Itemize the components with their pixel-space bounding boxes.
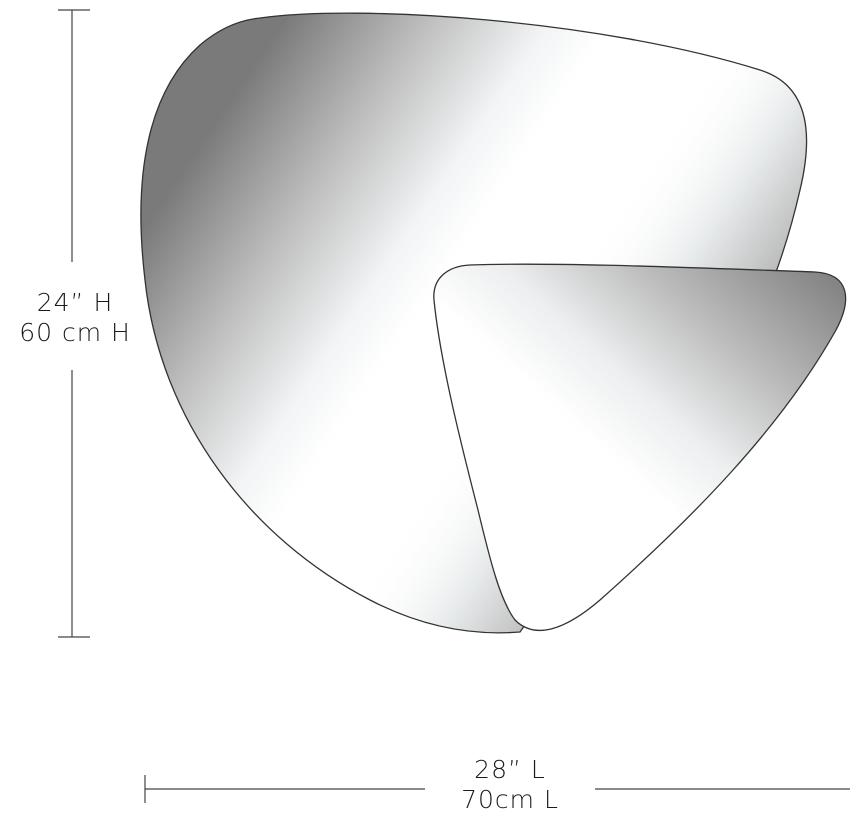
length-imperial-text: 28” L [474,755,546,784]
height-dimension-label: 24” H 60 cm H [0,288,150,348]
height-metric-text: 60 cm H [19,318,131,347]
height-dimension-line [58,9,90,638]
length-dimension-line [144,775,850,803]
small-mirror-piece [433,263,847,632]
length-dimension-label: 28” L 70cm L [430,755,590,815]
length-metric-text: 70cm L [461,785,559,814]
height-imperial-text: 24” H [36,288,114,317]
